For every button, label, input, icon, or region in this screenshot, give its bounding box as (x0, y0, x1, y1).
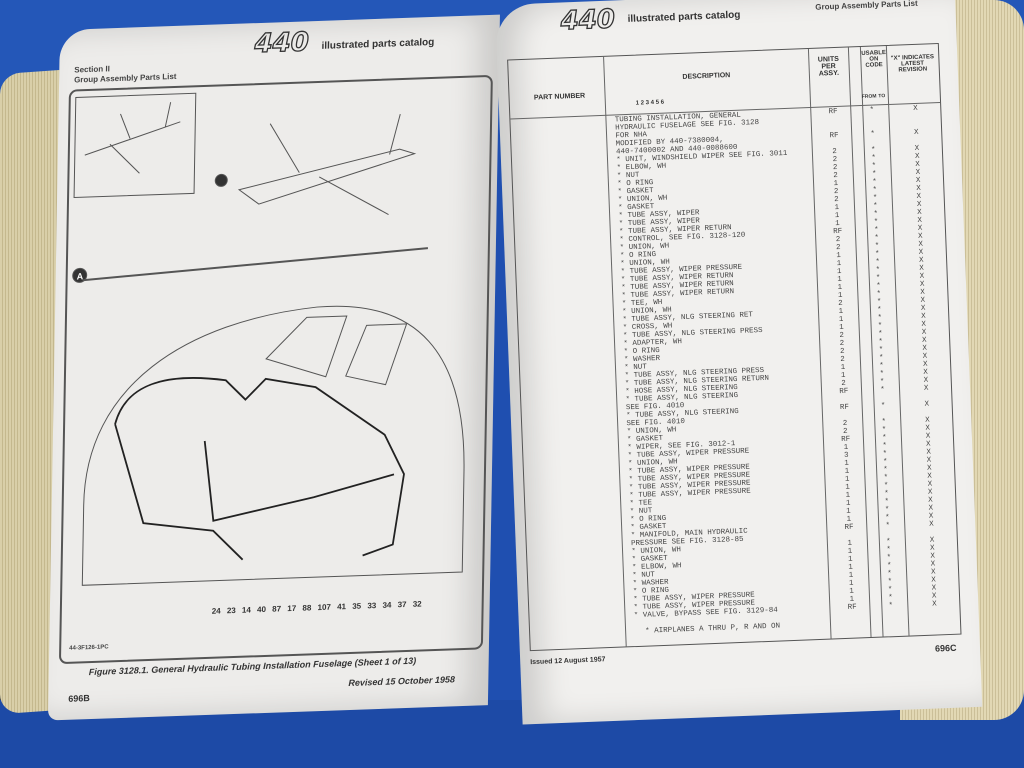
col-part-number: PART NUMBER (533, 92, 586, 102)
left-page: 440 illustrated parts catalog Section II… (47, 14, 500, 721)
view-a-letter: A (77, 271, 84, 281)
header-right: Group Assembly Parts List (815, 0, 918, 12)
units-cell: RF (847, 603, 857, 612)
col-indent: 1 2 3 4 5 6 (635, 99, 665, 107)
inset-airplane-box (73, 92, 197, 199)
page-number-left: 696B (68, 693, 90, 704)
airplane-view (237, 114, 417, 215)
right-page: 440 illustrated parts catalog Group Asse… (495, 0, 983, 725)
footnote: * AIRPLANES A THRU P, R AND ON (645, 622, 781, 636)
catalog-logo-text: illustrated parts catalog (321, 36, 435, 52)
col-usable: USABLE ON CODE (861, 50, 887, 69)
catalog-logo-text: illustrated parts catalog (627, 9, 741, 25)
col-revision: "X" INDICATES LATEST REVISION (890, 54, 935, 74)
usable-code-cell: * (888, 602, 894, 611)
hydraulic-tubing (114, 377, 405, 561)
drawing-code: 44-3F126-1PC (69, 644, 109, 652)
col-units: UNITS PER ASSY. (817, 55, 840, 78)
revised-date: Revised 15 October 1958 (348, 674, 456, 689)
catalog-logo-number: 440 (254, 27, 310, 60)
section-title: Group Assembly Parts List (74, 71, 177, 85)
col-from: FROM (861, 93, 877, 100)
parts-list-table: PART NUMBER DESCRIPTION 1 2 3 4 5 6 UNIT… (507, 42, 962, 652)
view-a-marker-top (214, 173, 228, 187)
cockpit-windows (265, 315, 408, 386)
page-number-right: 696C (934, 642, 957, 654)
catalog-logo-number: 440 (559, 4, 616, 37)
figure-frame: A 24 23 14 40 87 17 88 107 41 35 33 34 3… (58, 74, 493, 665)
col-to: TO (878, 93, 886, 100)
revision-cell: X (932, 600, 937, 609)
hydraulic-tubing-diagram: A (72, 92, 465, 586)
fuselage-outline (81, 305, 465, 586)
inset-airplane (84, 102, 181, 174)
col-description: DESCRIPTION (682, 72, 731, 81)
view-a-marker (72, 267, 88, 283)
issued-date: Issued 12 August 1957 (530, 656, 606, 667)
